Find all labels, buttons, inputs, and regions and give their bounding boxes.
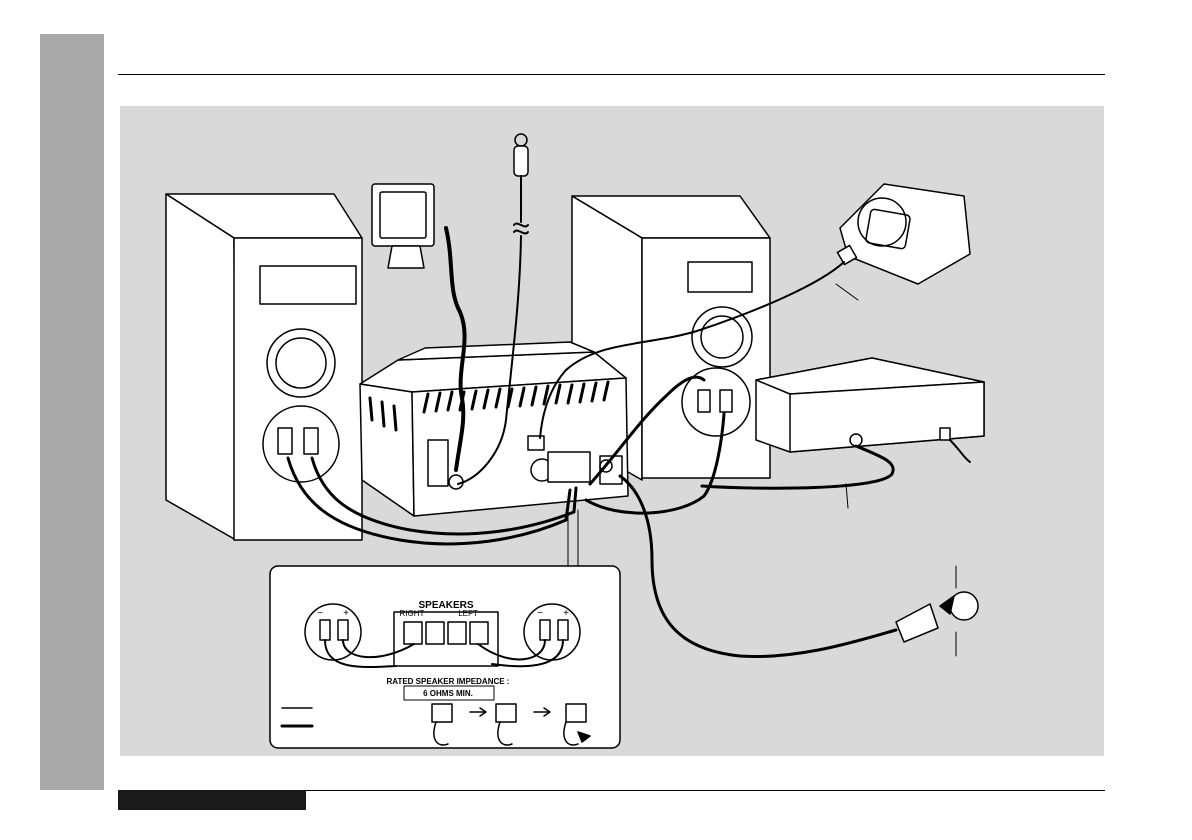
speaker-terminal-inset bbox=[270, 510, 620, 748]
impedance-line-1: RATED SPEAKER IMPEDANCE : bbox=[387, 677, 510, 686]
impedance-line-2: 6 OHMS MIN. bbox=[423, 689, 473, 698]
terminal-plus-right: + bbox=[563, 608, 569, 619]
main-unit-rear bbox=[360, 342, 628, 516]
left-speaker bbox=[166, 194, 362, 540]
left-channel-label: LEFT bbox=[458, 609, 478, 618]
terminal-minus-right: − bbox=[537, 608, 543, 619]
ac-power-cord bbox=[620, 476, 978, 657]
terminal-minus-left: − bbox=[317, 608, 323, 619]
right-channel-label: RIGHT bbox=[400, 609, 425, 618]
terminal-plus-left: + bbox=[343, 608, 349, 619]
